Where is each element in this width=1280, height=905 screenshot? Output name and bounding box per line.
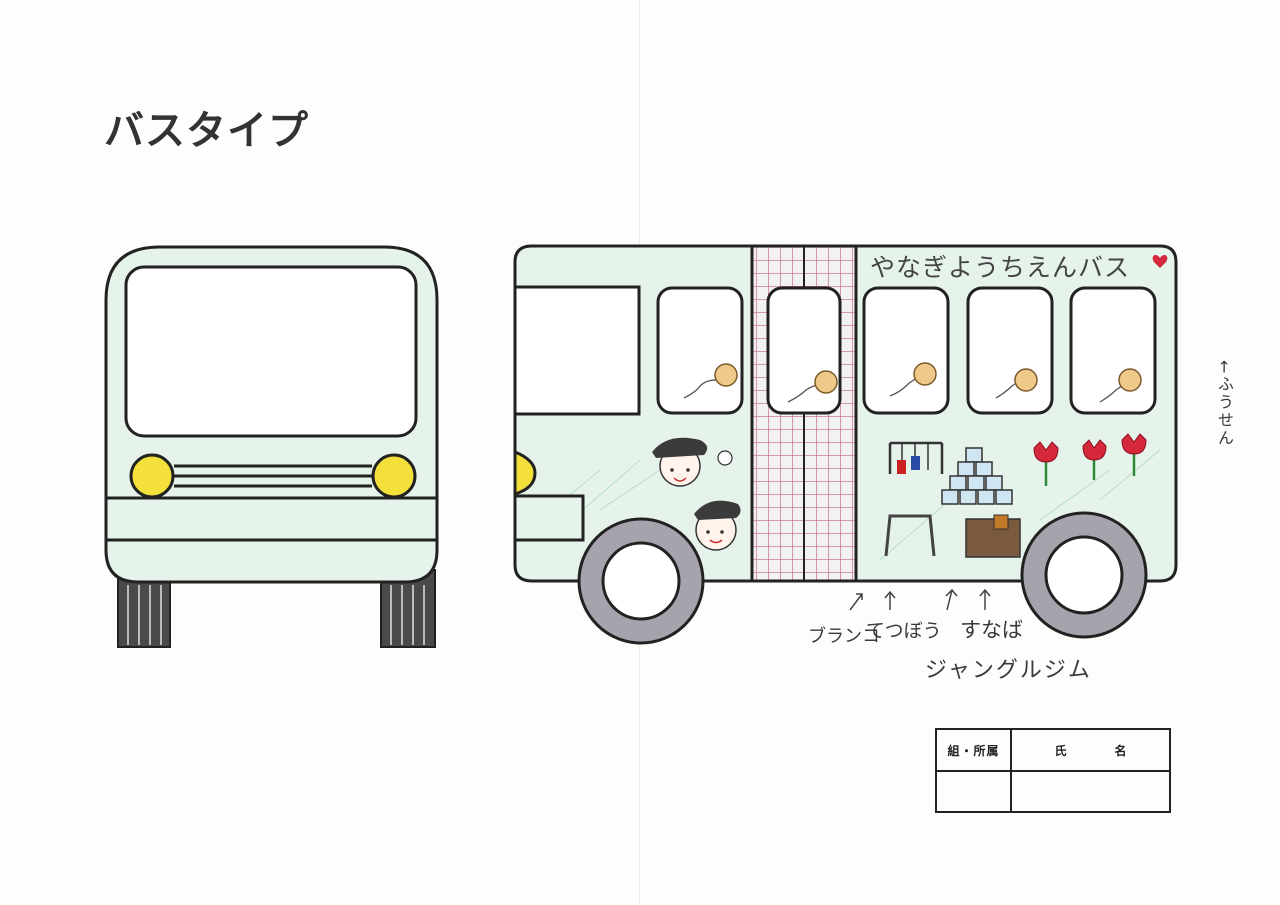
balloon-icon <box>814 370 838 394</box>
sandbox-drawing <box>965 514 1021 558</box>
child-face-2 <box>694 500 741 551</box>
balloon-icon <box>1014 368 1038 392</box>
arrow-up-icon <box>945 588 958 611</box>
door-window <box>766 286 842 415</box>
side-rear-wheel <box>577 517 705 645</box>
name-field[interactable] <box>1012 772 1169 811</box>
front-grille <box>174 464 372 488</box>
class-field[interactable] <box>937 772 1012 811</box>
balloon-icon <box>1118 368 1142 392</box>
bus-side-view <box>513 244 1178 645</box>
side-window-4 <box>1069 286 1157 415</box>
bus-name-handwriting: やなぎようちえんバス <box>870 253 1131 282</box>
arrow-up-icon <box>884 590 896 610</box>
jungle-gym-label: ジャングルジム <box>925 658 1092 683</box>
name-label: 氏 名 <box>1012 730 1169 772</box>
balloons <box>683 362 1142 403</box>
tulip-icon <box>1033 441 1059 463</box>
front-right-headlight <box>371 453 417 499</box>
side-window-2 <box>862 286 950 415</box>
name-entry-box: 組・所属 氏 名 <box>935 728 1171 813</box>
tire-treads <box>127 585 425 645</box>
tulip-icon <box>1082 439 1107 461</box>
bus-front-view <box>104 245 439 648</box>
side-window-3 <box>966 286 1054 415</box>
jungle-gym-drawing <box>941 447 1013 505</box>
balloon-icon <box>714 363 738 387</box>
balloon-icon <box>913 362 937 386</box>
side-window-1 <box>656 286 744 415</box>
balloon-label: ←ふうせん <box>1215 360 1234 448</box>
side-bumper <box>513 494 585 542</box>
tetsubou-label: てつぼう <box>866 620 942 642</box>
side-headlight <box>513 449 537 497</box>
page-title: バスタイプ <box>104 108 309 154</box>
arrow-up-icon <box>849 593 863 611</box>
arrow-up-icon <box>979 588 991 610</box>
side-front-wheel <box>1020 511 1148 639</box>
class-label: 組・所属 <box>937 730 1012 772</box>
sandbox-label: すなば <box>960 618 1023 642</box>
tulip-icon <box>1121 433 1147 455</box>
label-arrows <box>849 588 991 611</box>
tetsubou-drawing <box>888 441 944 474</box>
child-face-1 <box>652 437 733 487</box>
tulips <box>1033 433 1147 486</box>
front-windshield <box>124 265 418 438</box>
swing-label: ブランコ <box>808 626 880 647</box>
swing-drawing <box>884 514 936 557</box>
heart-icon <box>1152 255 1168 268</box>
front-left-headlight <box>129 453 175 499</box>
driver-window <box>513 285 641 416</box>
